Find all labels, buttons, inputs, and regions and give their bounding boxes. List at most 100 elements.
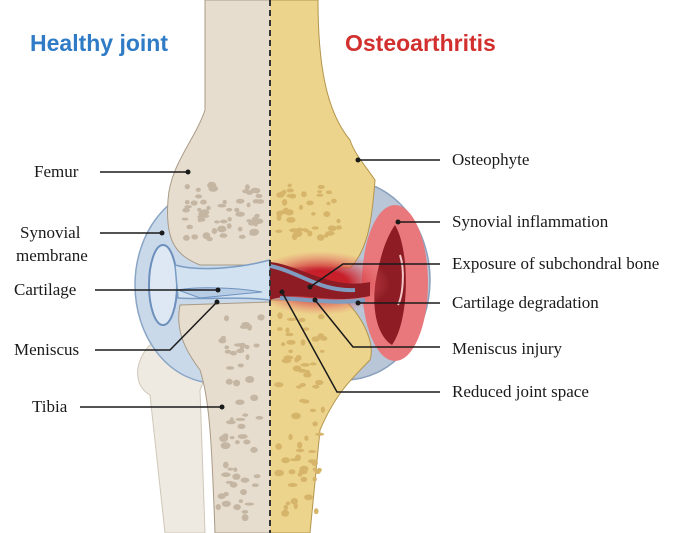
bone-spot [195, 187, 201, 192]
bone-spot [224, 315, 229, 322]
bone-spot [182, 207, 190, 213]
bone-spot [227, 467, 234, 471]
bone-spot [190, 200, 198, 206]
bone-spot [200, 199, 207, 205]
bone-spot [254, 213, 260, 218]
bone-spot [297, 472, 303, 477]
bone-spot [255, 193, 263, 199]
bone-spot [186, 224, 193, 230]
bone-spot [285, 332, 294, 337]
bone-spot [317, 234, 325, 241]
bone-spot [276, 214, 282, 221]
bone-spot [323, 211, 331, 218]
bone-spot [244, 502, 255, 506]
bone-spot [236, 198, 245, 204]
bone-spot [238, 499, 244, 503]
bone-spot [195, 194, 203, 199]
bone-spot [305, 370, 310, 375]
bone-spot [331, 198, 337, 204]
bone-spot [253, 220, 258, 227]
bone-spot [297, 368, 307, 373]
bone-spot [222, 199, 227, 205]
bone-spot [301, 191, 307, 198]
bone-spot [240, 489, 247, 496]
bone-spot [249, 232, 258, 236]
bone-spot [316, 193, 324, 197]
bone-spot [317, 314, 325, 320]
bone-spot [304, 494, 313, 501]
bone-spot [296, 227, 303, 232]
bone-spot [206, 205, 211, 211]
bone-spot [277, 327, 283, 331]
bone-spot [309, 362, 317, 366]
bone-spot [226, 366, 235, 370]
bone-spot [283, 207, 289, 215]
label-osteophyte: Osteophyte [452, 150, 530, 169]
bone-spot [235, 211, 245, 217]
bone-spot [197, 217, 202, 223]
label-cartilage-degradation: Cartilage degradation [452, 293, 599, 312]
bone-spot [306, 200, 314, 206]
bone-spot [237, 226, 243, 232]
bone-spot [191, 234, 199, 240]
bone-spot [246, 202, 251, 208]
bone-spot [244, 344, 250, 350]
label-tibia: Tibia [32, 397, 68, 416]
bone-spot [221, 500, 231, 507]
bone-spot [298, 204, 304, 210]
bone-spot [277, 312, 283, 320]
bone-spot [300, 339, 306, 346]
bone-spot [288, 349, 293, 354]
bone-spot [296, 385, 302, 389]
bone-spot [325, 190, 333, 195]
bone-spot [308, 450, 317, 453]
bone-spot [251, 483, 259, 488]
bone-spot [226, 207, 233, 212]
bone-spot [288, 433, 293, 441]
bone-spot [294, 454, 302, 462]
bone-spot [287, 183, 292, 188]
bone-spot [275, 229, 283, 233]
bone-spot [211, 228, 218, 234]
bone-spot [250, 394, 259, 401]
bone-spot [317, 190, 322, 194]
bone-spot [237, 423, 246, 429]
bone-spot [226, 420, 236, 425]
label-cartilage: Cartilage [14, 280, 77, 299]
label-synovial-line2: membrane [16, 246, 88, 265]
bone-spot [237, 363, 244, 368]
bone-spot [274, 469, 284, 477]
bone-spot [240, 477, 250, 483]
bone-spot [242, 189, 250, 194]
bone-spot [202, 232, 211, 240]
bone-spot [311, 226, 319, 230]
bone-spot [286, 188, 294, 193]
bone-spot [293, 502, 298, 510]
bone-spot [221, 472, 231, 478]
bone-spot [227, 217, 232, 222]
bone-spot [320, 406, 325, 413]
bone-spot [304, 435, 309, 441]
bone-spot [281, 358, 292, 364]
bone-spot [312, 421, 318, 427]
bone-spot [238, 234, 246, 239]
bone-spot [217, 203, 227, 208]
bone-spot [287, 483, 298, 487]
bone-spot [319, 349, 325, 353]
bone-spot [184, 184, 190, 190]
bone-spot [314, 468, 321, 474]
bone-spot [253, 343, 260, 348]
bone-spot [295, 448, 305, 453]
bone-spot [294, 357, 300, 363]
bone-spot [235, 399, 245, 405]
bone-spot [237, 434, 248, 439]
leader-lines [80, 159, 440, 408]
bone-spot [250, 188, 261, 194]
bone-spot [229, 481, 238, 488]
bone-spot [246, 219, 253, 223]
bone-spot [300, 363, 311, 367]
bone-spot [312, 384, 320, 389]
bone-spot [300, 228, 309, 232]
